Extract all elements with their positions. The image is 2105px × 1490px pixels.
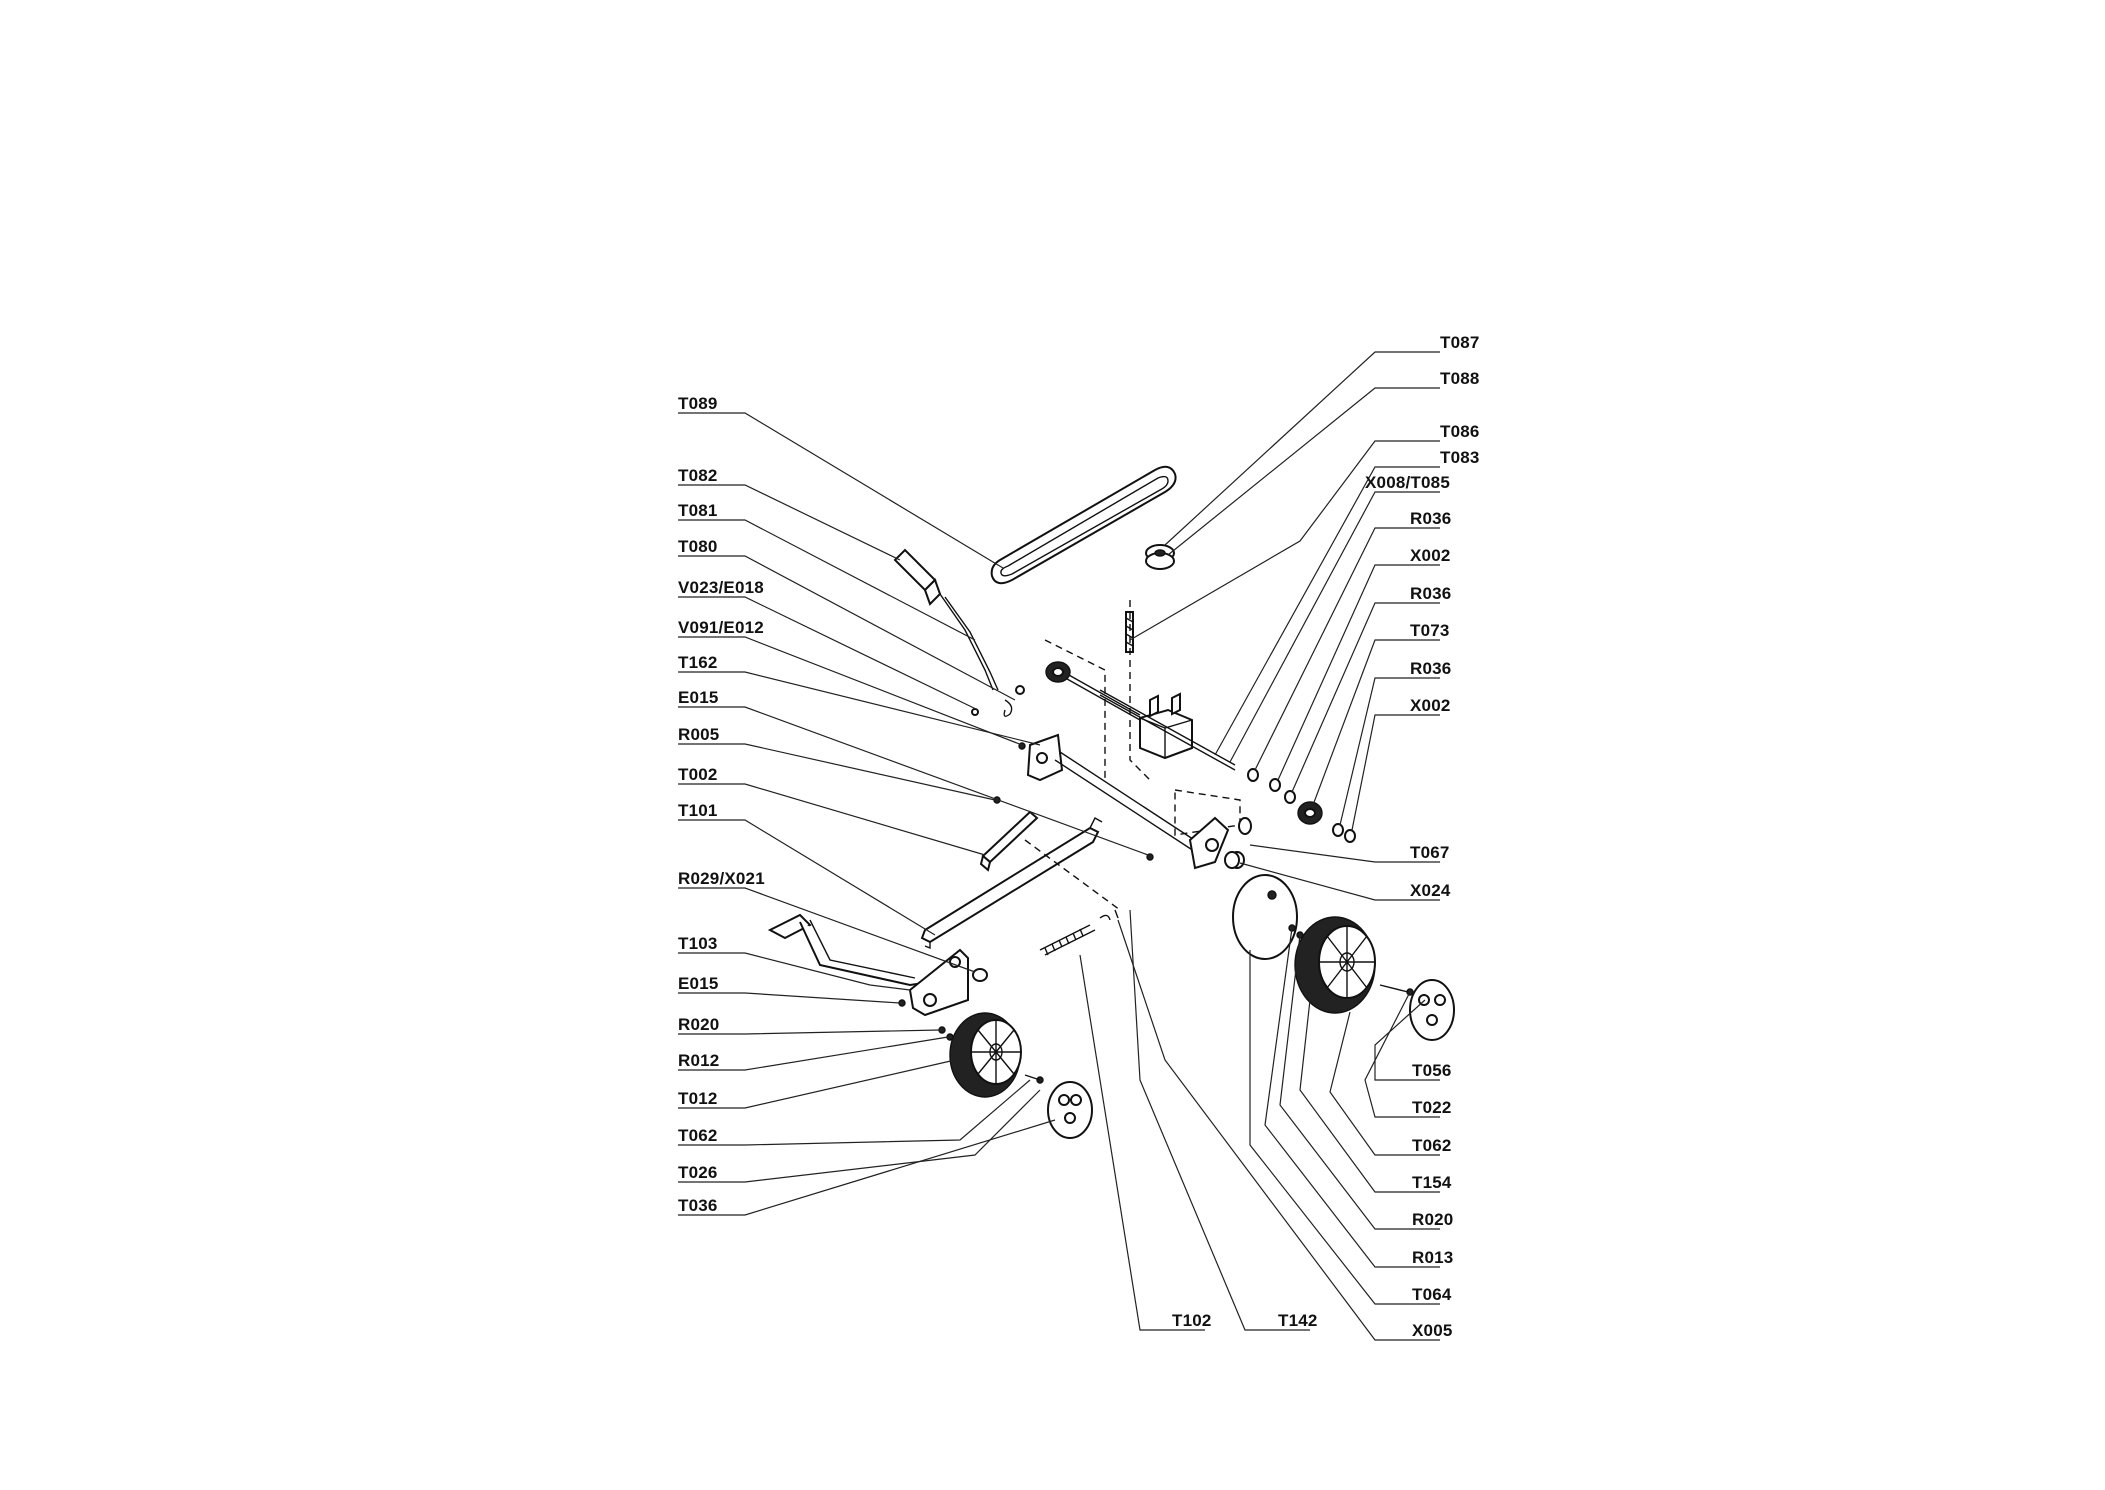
washers-right bbox=[1238, 768, 1356, 843]
label-t012: T012 bbox=[678, 1089, 718, 1108]
drive-belt bbox=[990, 465, 1177, 585]
label-x002-b: X002 bbox=[1410, 696, 1451, 715]
frame-rail bbox=[920, 817, 1121, 950]
label-e015-b: E015 bbox=[678, 974, 719, 993]
rear-hubcap bbox=[1024, 1074, 1093, 1139]
label-t101: T101 bbox=[678, 801, 718, 820]
label-t081: T081 bbox=[678, 501, 718, 520]
main-axle bbox=[1054, 751, 1245, 870]
label-t026: T026 bbox=[678, 1163, 718, 1182]
label-t088: T088 bbox=[1440, 369, 1480, 388]
label-x005: X005 bbox=[1412, 1321, 1453, 1340]
front-wheel bbox=[1294, 916, 1376, 1014]
rear-axle-lever bbox=[767, 913, 988, 1041]
rear-wheel bbox=[949, 1012, 1022, 1098]
label-t080: T080 bbox=[678, 537, 718, 556]
front-disc bbox=[1232, 874, 1298, 960]
label-r005: R005 bbox=[678, 725, 719, 744]
label-t073: T073 bbox=[1410, 621, 1450, 640]
label-t067: T067 bbox=[1410, 843, 1450, 862]
label-r036-a: R036 bbox=[1410, 509, 1451, 528]
label-t154: T154 bbox=[1412, 1173, 1452, 1192]
label-t062-b: T062 bbox=[1412, 1136, 1452, 1155]
label-x008-t085: X008/T085 bbox=[1365, 473, 1450, 492]
horizontal-spring bbox=[1039, 909, 1119, 956]
label-t087: T087 bbox=[1440, 333, 1480, 352]
label-r013: R013 bbox=[1412, 1248, 1453, 1267]
lever-handle bbox=[893, 548, 1025, 717]
mounting-plate bbox=[979, 796, 1039, 872]
label-t062-a: T062 bbox=[678, 1126, 718, 1145]
label-t036: T036 bbox=[678, 1196, 718, 1215]
gear-left bbox=[1045, 661, 1071, 683]
label-x024: X024 bbox=[1410, 881, 1451, 900]
gear-right bbox=[1297, 801, 1323, 825]
label-t142: T142 bbox=[1278, 1311, 1318, 1330]
label-r029-x021: R029/X021 bbox=[678, 869, 765, 888]
label-v023-e018: V023/E018 bbox=[678, 578, 764, 597]
label-r036-b: R036 bbox=[1410, 584, 1451, 603]
label-r036-c: R036 bbox=[1410, 659, 1451, 678]
pulley bbox=[1145, 544, 1175, 570]
label-t002: T002 bbox=[678, 765, 718, 784]
label-r012: R012 bbox=[678, 1051, 719, 1070]
part-labels: T087 T088 T086 T083 X008/T085 R036 X002 … bbox=[678, 333, 1480, 1340]
label-t102: T102 bbox=[1172, 1311, 1212, 1330]
label-t022: T022 bbox=[1412, 1098, 1452, 1117]
label-t082: T082 bbox=[678, 466, 718, 485]
label-e015-a: E015 bbox=[678, 688, 719, 707]
gearbox-assembly bbox=[1044, 600, 1241, 836]
label-t086: T086 bbox=[1440, 422, 1480, 441]
label-r020-b: R020 bbox=[1412, 1210, 1453, 1229]
parts-drawing bbox=[767, 465, 1455, 1139]
front-hubcap bbox=[1379, 979, 1455, 1041]
label-t064: T064 bbox=[1412, 1285, 1452, 1304]
label-r020-a: R020 bbox=[678, 1015, 719, 1034]
label-v091-e012: V091/E012 bbox=[678, 618, 764, 637]
label-x002-a: X002 bbox=[1410, 546, 1451, 565]
label-t162: T162 bbox=[678, 653, 718, 672]
bracket bbox=[1018, 733, 1064, 782]
leader-lines bbox=[678, 351, 1440, 1341]
label-t083: T083 bbox=[1440, 448, 1480, 467]
label-t103: T103 bbox=[678, 934, 718, 953]
label-t056: T056 bbox=[1412, 1061, 1452, 1080]
label-t089: T089 bbox=[678, 394, 718, 413]
